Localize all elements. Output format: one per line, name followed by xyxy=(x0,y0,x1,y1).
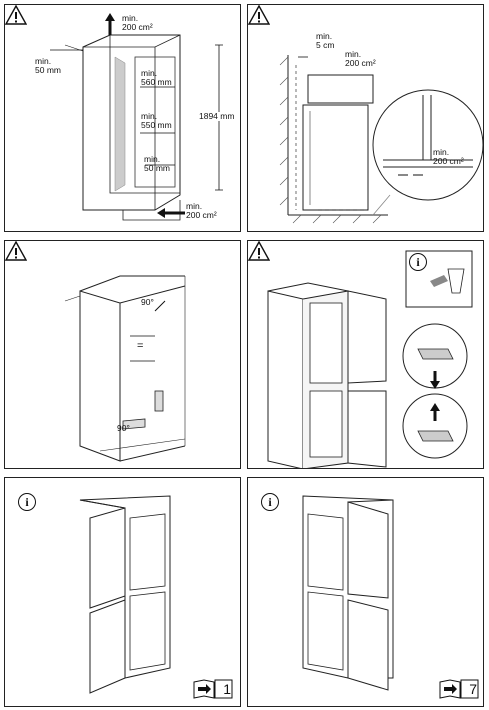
top-vent-min-label: min. xyxy=(122,13,139,23)
bottom-vent-area-label: 200 cm² xyxy=(186,210,217,220)
bottom-vent-min-label: min. xyxy=(186,201,203,211)
top-vent-min-label: min. xyxy=(345,49,362,59)
width-min-label: min. xyxy=(141,68,158,78)
warning-triangle-icon xyxy=(248,241,270,261)
top-min-label: min. xyxy=(316,31,333,41)
info-circle-icon: i xyxy=(261,493,279,511)
warning-triangle-icon xyxy=(248,5,270,25)
height-value-label: 1894 mm xyxy=(199,111,235,121)
side-gap-label: 50 mm xyxy=(35,65,61,75)
side-min-label: min. xyxy=(35,56,52,66)
panel-top-clearance: min. 5 cm min. 200 cm² min. 200 cm² xyxy=(247,4,484,232)
niche-drawing xyxy=(64,275,186,462)
bottom-gap-label: 50 mm xyxy=(144,163,170,173)
panel-door-reversal: i xyxy=(247,240,484,469)
depth-value-label: 550 mm xyxy=(141,120,172,130)
angle-bottom-label: 90° xyxy=(117,423,130,433)
width-value-label: 560 mm xyxy=(141,77,172,87)
top-vent-area-label: 200 cm² xyxy=(122,22,153,32)
page-reference-icon[interactable]: 7 xyxy=(438,678,480,700)
warning-triangle-icon xyxy=(5,5,27,25)
info-circle-icon: i xyxy=(18,493,36,511)
warning-triangle-icon xyxy=(5,241,27,261)
fridge-open-drawing xyxy=(267,250,473,468)
fridge-left-doors-drawing xyxy=(79,495,171,694)
panel-niche-alignment: 90° = 90° xyxy=(4,240,241,469)
bottom-min-label: min. xyxy=(144,154,161,164)
panel-doors-right: i 7 xyxy=(247,477,484,707)
depth-min-label: min. xyxy=(141,111,158,121)
top-gap-label: 5 cm xyxy=(316,40,335,50)
fridge-right-doors-drawing xyxy=(302,495,394,691)
info-circle-icon: i xyxy=(409,253,427,271)
page-reference-number: 7 xyxy=(469,681,477,697)
panel-ventilation-dimensions: min. 200 cm² min. 50 mm min. 560 mm min.… xyxy=(4,4,241,232)
zoom-area-label: 200 cm² xyxy=(433,156,464,166)
panel-doors-left: i 1 xyxy=(4,477,241,707)
top-vent-area-label: 200 cm² xyxy=(345,58,376,68)
zoom-min-label: min. xyxy=(433,147,450,157)
page-reference-number: 1 xyxy=(223,681,231,697)
angle-top-label: 90° xyxy=(141,297,154,307)
cabinet-drawing xyxy=(50,13,223,221)
equal-sign-label: = xyxy=(137,340,144,352)
side-section-drawing xyxy=(279,55,483,224)
page-reference-icon[interactable]: 1 xyxy=(192,678,234,700)
